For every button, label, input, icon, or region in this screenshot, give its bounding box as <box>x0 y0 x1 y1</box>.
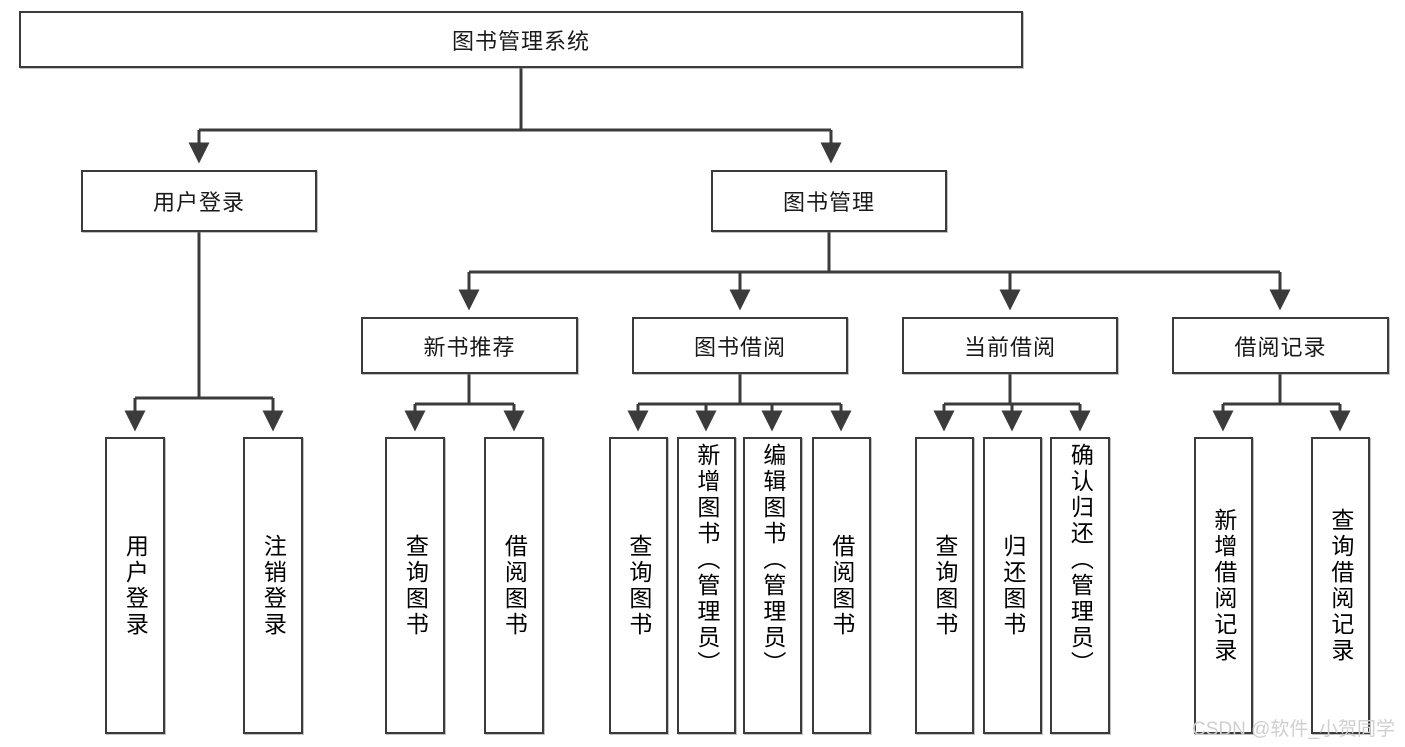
leaf-label: 借阅图书 <box>828 533 855 638</box>
leaf-label: 查询借阅记录 <box>1327 507 1354 664</box>
leaf-node-add-book-admin[interactable]: 新增图书（管理员） <box>677 437 736 734</box>
node-label: 用户登录 <box>152 190 245 215</box>
leaf-node-user-login[interactable]: 用户登录 <box>105 437 165 734</box>
leaf-node-add-borrow-record[interactable]: 新增借阅记录 <box>1194 437 1253 734</box>
leaf-label: 查询图书 <box>402 533 429 638</box>
leaf-label: 查询图书 <box>625 533 652 638</box>
node-root-book-management-system[interactable]: 图书管理系统 <box>19 11 1023 68</box>
leaf-node-confirm-return-admin[interactable]: 确认归还（管理员） <box>1050 437 1110 734</box>
leaf-node-query-book-borrowing[interactable]: 查询图书 <box>609 437 668 734</box>
leaf-node-return-book[interactable]: 归还图书 <box>983 437 1042 734</box>
leaf-node-borrow-book-recommend[interactable]: 借阅图书 <box>484 437 544 734</box>
node-book-management[interactable]: 图书管理 <box>711 170 947 232</box>
csdn-watermark: CSDN @软件_小贺同学 <box>1192 719 1395 740</box>
leaf-node-query-book-recommend[interactable]: 查询图书 <box>385 437 445 734</box>
leaf-label: 新增借阅记录 <box>1210 507 1237 664</box>
node-label: 图书管理系统 <box>451 28 590 54</box>
leaf-node-query-borrow-record[interactable]: 查询借阅记录 <box>1311 437 1370 734</box>
node-label: 新书推荐 <box>423 334 516 360</box>
leaf-label: 借阅图书 <box>501 533 528 638</box>
leaf-label: 注销登录 <box>260 533 287 638</box>
node-new-book-recommendation[interactable]: 新书推荐 <box>361 317 578 374</box>
leaf-node-edit-book-admin[interactable]: 编辑图书（管理员） <box>743 437 802 734</box>
leaf-node-logout-login[interactable]: 注销登录 <box>243 437 303 734</box>
node-current-borrowing[interactable]: 当前借阅 <box>902 317 1118 374</box>
leaf-label: 查询图书 <box>931 533 958 638</box>
node-label: 图书管理 <box>782 190 875 215</box>
node-user-login[interactable]: 用户登录 <box>81 170 317 232</box>
node-book-borrowing[interactable]: 图书借阅 <box>632 317 848 374</box>
node-label: 图书借阅 <box>693 334 786 360</box>
leaf-label: 归还图书 <box>999 533 1026 638</box>
leaf-node-borrow-book-borrowing[interactable]: 借阅图书 <box>812 437 871 734</box>
leaf-label: 确认归还（管理员） <box>1067 443 1094 677</box>
node-borrowing-record[interactable]: 借阅记录 <box>1172 317 1389 374</box>
leaf-label: 用户登录 <box>122 533 149 638</box>
node-label: 借阅记录 <box>1234 334 1327 360</box>
leaf-node-query-book-current[interactable]: 查询图书 <box>915 437 974 734</box>
leaf-label: 新增图书（管理员） <box>693 443 720 677</box>
leaf-label: 编辑图书（管理员） <box>759 443 786 677</box>
node-label: 当前借阅 <box>963 334 1056 360</box>
